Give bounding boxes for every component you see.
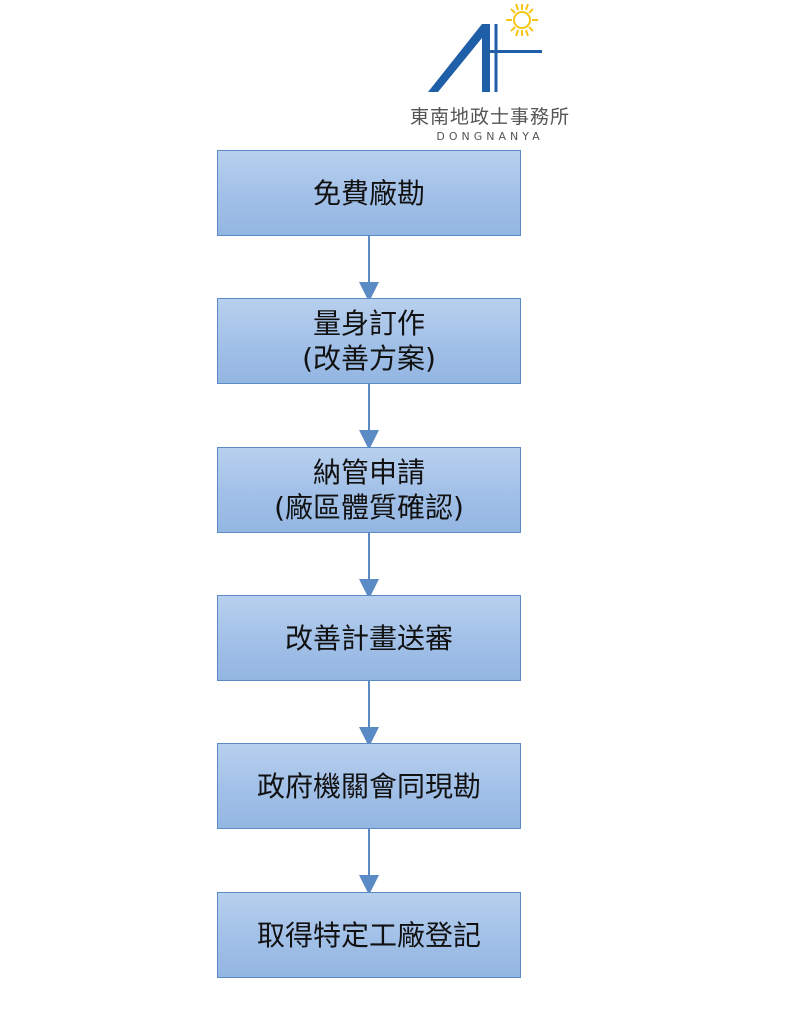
company-name: 東南地政士事務所 xyxy=(409,106,570,128)
step-free-inspection: 免費廠勘 xyxy=(217,150,521,236)
step-label: 免費廠勘 xyxy=(312,176,425,210)
logo-mark-icon xyxy=(428,3,542,92)
step-label: 量身訂作 xyxy=(312,307,425,340)
company-logo: 東南地政士事務所 DONGNANYA xyxy=(380,0,600,150)
step-factory-registration: 取得特定工廠登記 xyxy=(217,892,521,978)
step-label: 納管申請 xyxy=(312,456,425,489)
step-sublabel: (改善方案) xyxy=(302,342,436,375)
step-label: 改善計畫送審 xyxy=(284,621,453,655)
step-label: 政府機關會同現勘 xyxy=(256,769,481,803)
step-custom-plan: 量身訂作 (改善方案) xyxy=(217,298,521,384)
step-joint-site-inspection: 政府機關會同現勘 xyxy=(217,743,521,829)
step-sublabel: (廠區體質確認) xyxy=(274,491,464,524)
company-subtitle: DONGNANYA xyxy=(436,130,544,143)
step-label: 取得特定工廠登記 xyxy=(256,918,481,952)
step-improvement-plan-review: 改善計畫送審 xyxy=(217,595,521,681)
step-management-application: 納管申請 (廠區體質確認) xyxy=(217,447,521,533)
sun-icon xyxy=(506,3,538,37)
